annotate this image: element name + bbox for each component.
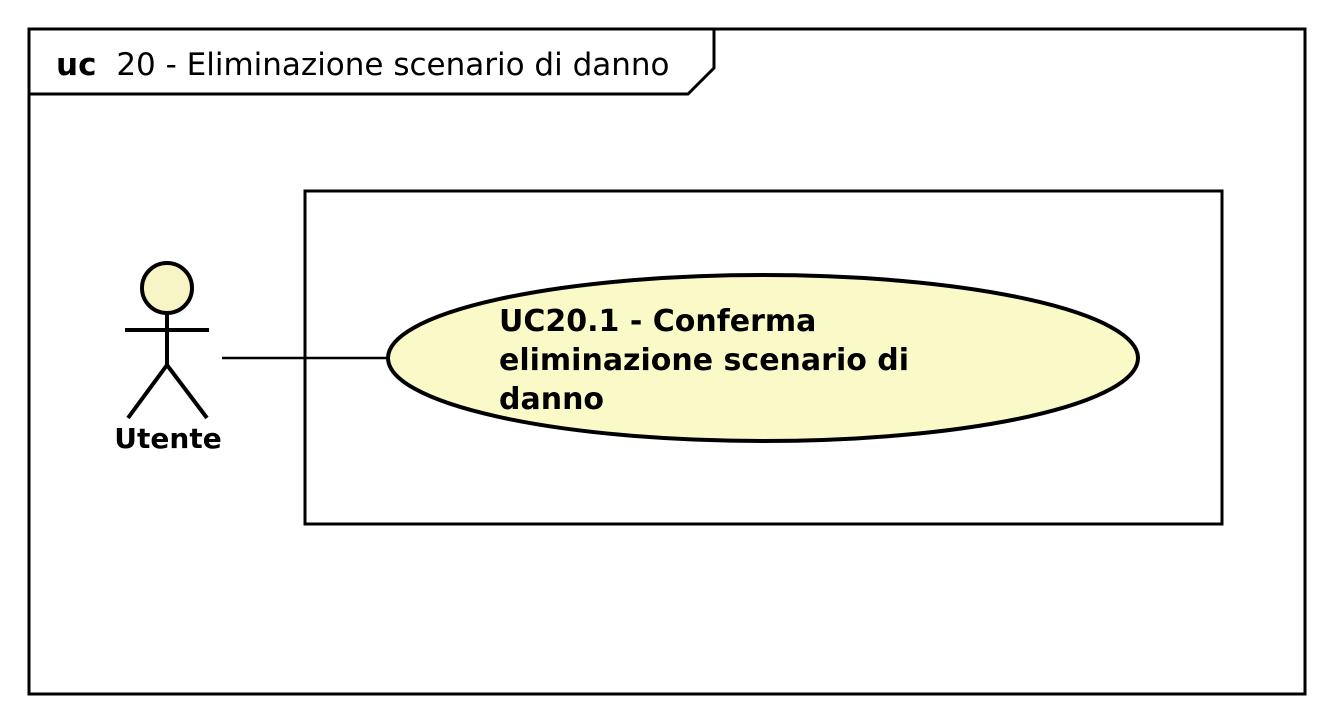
use-case-ellipse	[386, 273, 1140, 443]
frame-title-tab	[29, 29, 716, 96]
actor-label: Utente	[114, 422, 221, 455]
diagram-frame	[27, 27, 1307, 696]
actor-head	[140, 261, 194, 315]
actor-right-leg	[165, 363, 209, 420]
use-case-label-line-2: eliminazione scenario di	[499, 343, 909, 378]
use-case-uc20-1[interactable]: UC20.1 - Conferma eliminazione scenario …	[386, 273, 1140, 443]
actor-utente[interactable]: Utente	[114, 261, 222, 455]
frame-title: uc 20 - Eliminazione scenario di danno	[56, 47, 670, 83]
actor-left-leg	[126, 363, 169, 420]
use-case-label-line-3: danno	[499, 382, 604, 417]
frame-keyword: uc	[56, 47, 96, 83]
frame-name: 20 - Eliminazione scenario di danno	[116, 47, 669, 83]
use-case-label: UC20.1 - Conferma eliminazione scenario …	[499, 304, 920, 417]
use-case-label-line-1: UC20.1 - Conferma	[499, 304, 816, 339]
